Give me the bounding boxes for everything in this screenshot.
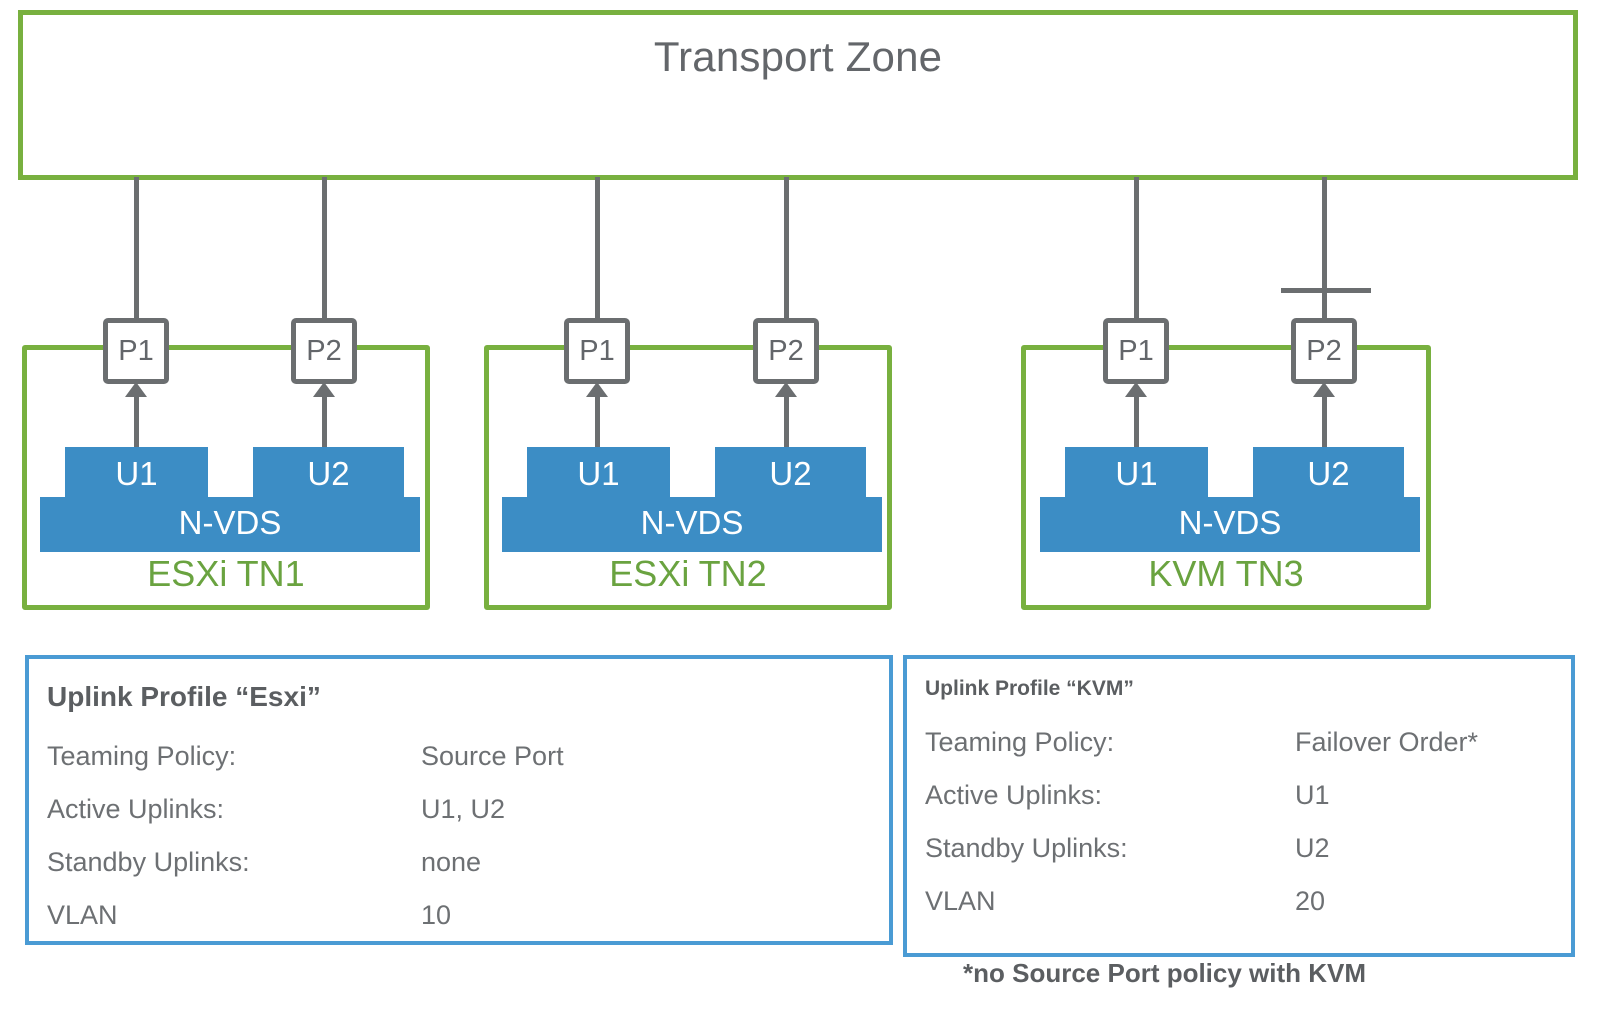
profile-value: Failover Order* xyxy=(1295,727,1479,757)
uplink-profile-esxi-panel: Uplink Profile “Esxi” Teaming Policy: So… xyxy=(25,655,893,945)
profile-value: 20 xyxy=(1295,886,1326,916)
uplink-block-u2-tn3 xyxy=(1253,447,1404,499)
uplink-arrow-shaft-u1-tn2 xyxy=(595,395,600,450)
profile-key: Active Uplinks: xyxy=(47,794,225,824)
port-p2-tn3[interactable]: P2 xyxy=(1291,318,1357,384)
port-p1-tn3[interactable]: P1 xyxy=(1103,318,1169,384)
profile-value: U1, U2 xyxy=(421,794,506,824)
port-label: P2 xyxy=(1306,334,1342,367)
uplink-arrow-head-u2-tn2 xyxy=(775,382,797,397)
uplink-arrow-shaft-u2-tn3 xyxy=(1322,395,1327,450)
footnote-text: *no Source Port policy with KVM xyxy=(963,958,1367,988)
uplink-label-u1-tn3: U1 xyxy=(1115,455,1158,492)
nvds-label-tn3: N-VDS xyxy=(1178,504,1282,541)
uplink-label-u2-tn2: U2 xyxy=(769,455,812,492)
uplink-arrow-head-u1-tn3 xyxy=(1125,382,1147,397)
nvds-label-tn2: N-VDS xyxy=(640,504,744,541)
uplink-arrow-shaft-u2-tn1 xyxy=(322,395,327,450)
port-label: P1 xyxy=(118,334,154,367)
transport-zone-box: Transport Zone xyxy=(18,10,1578,180)
uplink-label-u1-tn2: U1 xyxy=(577,455,620,492)
profile-key: VLAN xyxy=(47,900,118,930)
uplink-arrow-shaft-u1-tn1 xyxy=(134,395,139,450)
tz-link-tn2-p2 xyxy=(784,177,789,320)
uplink-arrow-head-u1-tn1 xyxy=(125,382,147,397)
uplink-profile-kvm-panel: Uplink Profile “KVM” Teaming Policy: Fai… xyxy=(903,655,1575,957)
tz-link-tn2-p1 xyxy=(595,177,600,320)
uplink-block-u1-tn1 xyxy=(65,447,208,499)
uplink-arrow-head-u1-tn2 xyxy=(586,382,608,397)
transport-node-label-tn1: ESXi TN1 xyxy=(147,553,305,594)
port-p1-tn2[interactable]: P1 xyxy=(564,318,630,384)
uplink-arrow-shaft-u1-tn3 xyxy=(1134,395,1139,450)
profile-value: none xyxy=(421,847,482,877)
uplink-block-u2-tn1 xyxy=(253,447,404,499)
profile-value: U2 xyxy=(1295,833,1330,863)
profile-value: U1 xyxy=(1295,780,1330,810)
profile-key: VLAN xyxy=(925,886,996,916)
blocked-link-marker-tn3-p2 xyxy=(1281,288,1371,293)
uplink-profile-esxi-title: Uplink Profile “Esxi” xyxy=(47,681,321,712)
uplink-label-u2-tn1: U2 xyxy=(307,455,350,492)
transport-node-tn3: KVM TN3 xyxy=(1021,345,1431,610)
nvds-base-tn1 xyxy=(40,497,420,552)
profile-key: Teaming Policy: xyxy=(925,727,1115,757)
nvds-base-tn2 xyxy=(502,497,882,552)
uplink-block-u2-tn2 xyxy=(715,447,866,499)
nvds-base-tn3 xyxy=(1040,497,1420,552)
uplink-label-u1-tn1: U1 xyxy=(115,455,158,492)
port-p2-tn2[interactable]: P2 xyxy=(753,318,819,384)
profile-value: Source Port xyxy=(421,741,564,771)
transport-node-label-tn2: ESXi TN2 xyxy=(609,553,767,594)
uplink-profile-kvm-title: Uplink Profile “KVM” xyxy=(925,677,1134,700)
transport-node-tn1: ESXi TN1 xyxy=(22,345,430,610)
port-label: P2 xyxy=(768,334,804,367)
profile-key: Standby Uplinks: xyxy=(925,833,1128,863)
uplink-arrow-head-u2-tn3 xyxy=(1313,382,1335,397)
transport-zone-title: Transport Zone xyxy=(653,33,943,80)
profile-key: Standby Uplinks: xyxy=(47,847,250,877)
transport-node-tn2: ESXi TN2 xyxy=(484,345,892,610)
tz-link-tn1-p2 xyxy=(322,177,327,320)
transport-node-label-tn3: KVM TN3 xyxy=(1148,553,1304,594)
uplink-block-u1-tn3 xyxy=(1065,447,1208,499)
profile-key: Teaming Policy: xyxy=(47,741,237,771)
uplink-arrow-head-u2-tn1 xyxy=(313,382,335,397)
profile-value: 10 xyxy=(421,900,452,930)
uplink-block-u1-tn2 xyxy=(527,447,670,499)
uplink-arrow-shaft-u2-tn2 xyxy=(784,395,789,450)
nvds-label-tn1: N-VDS xyxy=(178,504,282,541)
port-label: P1 xyxy=(1118,334,1154,367)
tz-link-tn3-p2 xyxy=(1322,177,1327,320)
port-p1-tn1[interactable]: P1 xyxy=(103,318,169,384)
port-label: P1 xyxy=(579,334,615,367)
uplink-label-u2-tn3: U2 xyxy=(1307,455,1350,492)
tz-link-tn3-p1 xyxy=(1134,177,1139,320)
tz-link-tn1-p1 xyxy=(134,177,139,320)
port-p2-tn1[interactable]: P2 xyxy=(291,318,357,384)
profile-key: Active Uplinks: xyxy=(925,780,1103,810)
port-label: P2 xyxy=(306,334,342,367)
